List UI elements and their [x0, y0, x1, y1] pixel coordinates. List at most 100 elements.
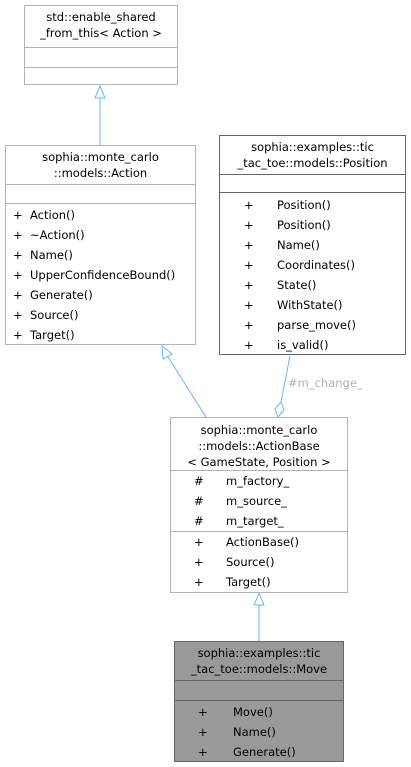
- class-title-line: ::models::Action: [53, 166, 148, 180]
- visibility-marker: #: [194, 474, 204, 488]
- method-name: Name(): [277, 238, 320, 252]
- method-row[interactable]: +Name(): [175, 722, 343, 742]
- inheritance-arrow-actionbase: [253, 591, 265, 606]
- method-row[interactable]: + Name(): [220, 235, 405, 255]
- class-title-line: sophia::examples::tic: [197, 646, 321, 660]
- visibility-marker: +: [244, 278, 254, 292]
- aggregation-diamond: [274, 401, 285, 418]
- visibility-marker: +: [244, 198, 254, 212]
- visibility-marker: +: [13, 228, 23, 242]
- attribute-row[interactable]: # m_target_: [171, 511, 347, 531]
- visibility-marker: +: [244, 238, 254, 252]
- methods-section: +ActionBase()+Source()+Target(): [171, 531, 347, 592]
- edge-actionbase-aggregates-position: [280, 355, 291, 403]
- method-row[interactable]: + parse_move(): [220, 315, 405, 335]
- method-row[interactable]: + Move(): [175, 702, 343, 722]
- visibility-marker: +: [13, 328, 23, 342]
- class-title-line: sophia::monte_carlo: [200, 423, 318, 437]
- visibility-marker: +: [244, 318, 254, 332]
- method-name: parse_move(): [277, 318, 356, 332]
- class-title-line: sophia::examples::tic: [251, 140, 374, 154]
- class-actionbase[interactable]: sophia::monte_carlo ::models::ActionBase…: [170, 417, 348, 593]
- method-name: Source(): [226, 555, 275, 569]
- method-name: Coordinates(): [277, 258, 356, 272]
- methods-section: + Action() + ~Action() + Name() +UpperConfiden…: [6, 203, 195, 345]
- method-row[interactable]: + Action(): [6, 205, 195, 225]
- methods-section: + Move() +Name() + Generate(): [175, 700, 343, 762]
- m-change-edge-label: #m_change_: [288, 376, 363, 390]
- attributes-section: # m_factory_ # m_source_ # m_target_: [171, 470, 347, 531]
- method-row[interactable]: + Name(): [6, 245, 195, 265]
- method-name: Position(): [277, 198, 331, 212]
- visibility-marker: #: [194, 494, 204, 508]
- method-row[interactable]: +Target(): [6, 325, 195, 345]
- method-row[interactable]: + is_valid(): [220, 335, 405, 355]
- attributes-section: [25, 47, 177, 67]
- class-title: sophia::monte_carlo ::models::ActionBase…: [171, 418, 347, 470]
- visibility-marker: +: [13, 248, 23, 262]
- method-row[interactable]: + Target(): [171, 572, 347, 592]
- method-row[interactable]: + State(): [220, 275, 405, 295]
- method-name: is_valid(): [277, 338, 329, 352]
- attribute-row[interactable]: # m_source_: [171, 491, 347, 511]
- class-action[interactable]: sophia::monte_carlo ::models::Action + Ac…: [5, 145, 196, 345]
- inheritance-arrow-enable-shared: [94, 84, 106, 99]
- attribute-name: m_target_: [226, 514, 284, 528]
- methods-section: +Position()+Position()+Name()+Coordinate…: [220, 192, 405, 355]
- visibility-marker: +: [13, 288, 23, 302]
- method-row[interactable]: +UpperConfidenceBound(): [6, 265, 195, 285]
- visibility-marker: +: [244, 338, 254, 352]
- attributes-section: [175, 680, 343, 700]
- method-name: State(): [277, 278, 317, 292]
- method-row[interactable]: + Generate(): [175, 742, 343, 762]
- attribute-name: m_source_: [226, 494, 287, 508]
- attributes-section: [220, 174, 405, 192]
- attribute-row[interactable]: # m_factory_: [171, 471, 347, 491]
- visibility-marker: +: [198, 705, 208, 719]
- method-row[interactable]: +ActionBase(): [171, 532, 347, 552]
- visibility-marker: +: [13, 268, 23, 282]
- visibility-marker: +: [198, 745, 208, 759]
- visibility-marker: +: [194, 555, 204, 569]
- method-name: Action(): [30, 208, 75, 222]
- class-title: std::enable_shared _from_this< Action >: [25, 6, 177, 47]
- method-name: Name(): [30, 248, 73, 262]
- method-row[interactable]: +Coordinates(): [220, 255, 405, 275]
- class-title-line: sophia::monte_carlo: [42, 150, 159, 164]
- class-enable-shared-from-this[interactable]: std::enable_shared _from_this< Action >: [24, 5, 178, 85]
- method-name: WithState(): [277, 298, 343, 312]
- method-row[interactable]: +Position(): [220, 215, 405, 235]
- class-title-line: std::enable_shared: [46, 10, 156, 24]
- visibility-marker: +: [194, 575, 204, 589]
- method-row[interactable]: +Source(): [6, 305, 195, 325]
- methods-section: [25, 67, 177, 86]
- method-name: Target(): [226, 575, 271, 589]
- method-row[interactable]: + Position(): [220, 195, 405, 215]
- method-name: ~Action(): [30, 228, 85, 242]
- method-name: Move(): [233, 705, 273, 719]
- class-title-line: _tac_toe::models::Move: [190, 662, 328, 676]
- method-row[interactable]: + ~Action(): [6, 225, 195, 245]
- method-row[interactable]: + Source(): [171, 552, 347, 572]
- visibility-marker: +: [244, 298, 254, 312]
- class-title: sophia::monte_carlo ::models::Action: [6, 146, 195, 184]
- method-name: Source(): [30, 308, 79, 322]
- class-title: sophia::examples::tic _tac_toe::models::…: [175, 642, 343, 680]
- visibility-marker: #: [194, 514, 204, 528]
- visibility-marker: +: [13, 208, 23, 222]
- visibility-marker: +: [194, 535, 204, 549]
- method-name: Generate(): [30, 288, 93, 302]
- class-move[interactable]: sophia::examples::tic _tac_toe::models::…: [174, 641, 344, 762]
- class-title-line: < GameState, Position >: [187, 455, 331, 469]
- method-name: Name(): [233, 725, 276, 739]
- class-title-line: _from_this< Action >: [40, 26, 162, 40]
- class-title-line: ::models::ActionBase: [198, 439, 320, 453]
- method-row[interactable]: + WithState(): [220, 295, 405, 315]
- attribute-name: m_factory_: [226, 474, 290, 488]
- attributes-section: [6, 184, 195, 203]
- class-position[interactable]: sophia::examples::tic _tac_toe::models::…: [219, 135, 406, 355]
- visibility-marker: +: [244, 218, 254, 232]
- method-name: Generate(): [233, 745, 296, 759]
- method-row[interactable]: + Generate(): [6, 285, 195, 305]
